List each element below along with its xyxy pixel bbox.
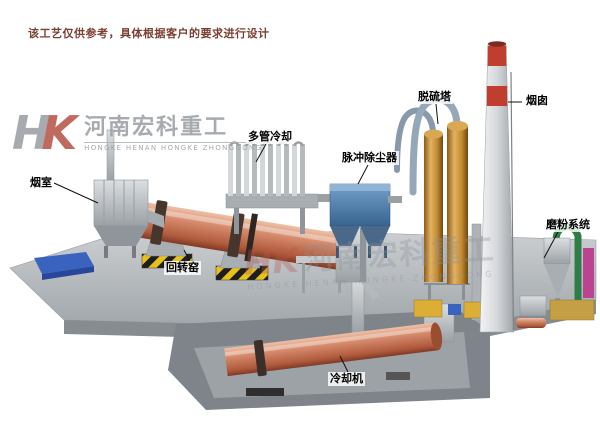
cooler-outlet-duct [318,194,334,202]
bag-filter-hopper [94,226,148,246]
tower-pipe-1 [394,107,436,173]
label-chimney: 烟囱 [524,94,550,108]
brand-company-en: HONGKE HENAN HONGKE ZHONGGONG [84,141,263,152]
label-cooling-machine: 冷却机 [328,372,365,386]
pallet [34,252,94,280]
bag-filter-box [93,179,149,227]
brand-letter-k: K [41,106,78,160]
cooler-fins [228,144,305,196]
feeder-machine [413,299,443,318]
grinding-feed-cylinder [516,318,546,328]
kiln-tire-2 [227,212,245,258]
label-grinding-system: 磨粉系统 [544,218,592,232]
grinding-cyclone-cone [544,264,570,298]
leader-lines [53,101,559,373]
cooling-machine [224,322,443,396]
label-desulfurization-tower: 脱硫塔 [416,90,453,104]
brand-company-cn: 河南宏科重工 [84,114,229,140]
chimney-band-2 [486,86,508,106]
grinding-magenta-duct [583,248,594,298]
chimney-band-1 [487,46,507,66]
control-box [448,304,461,315]
kiln-girth-gear [244,213,258,262]
chimney [479,41,515,333]
leader-grinding-system [543,231,559,259]
label-pulse-dust-collector: 脉冲除尘器 [340,151,399,165]
collector-hopper-2 [360,226,390,246]
cooling-machine-ring [253,339,267,377]
chimney-ladder [510,71,514,331]
label-rotary-kiln: 回转窑 [164,261,201,275]
desulfurization-tower-1 [424,134,443,282]
tower-pipe-2 [409,95,461,196]
leader-rotary-kiln [183,249,191,262]
leader-desulfurization-tower [435,103,439,125]
brand-text-block: 河南宏科重工 HONGKE HENAN HONGKE ZHONGGONG [84,114,263,152]
collector-hopper-1 [330,226,360,246]
brand-watermark: HK 河南宏科重工 HONGKE HENAN HONGKE ZHONGGONG [12,110,263,156]
label-smoke-chamber: 烟室 [28,176,54,190]
smoke-chamber-duct [148,210,164,228]
label-multi-tube-cooler: 多管冷却 [246,130,294,144]
desulfurization-tower-2 [447,126,468,284]
multi-tube-cooler [225,141,334,234]
leader-cooling-machine [339,355,349,373]
leader-multi-tube-cooler [255,143,267,163]
brand-letter-h: H [12,106,51,160]
brand-logo-hk: HK [12,110,77,156]
smoke-chamber-bag-filter [93,129,164,258]
pulse-dust-collector [329,183,402,258]
desulfurization-towers [394,95,470,300]
grinding-mill-body [549,299,595,321]
cooling-machine-cylinder [224,322,439,377]
kiln-to-cooler-chute [351,275,365,335]
grinding-aux-box [519,295,547,317]
leader-smoke-chamber [53,182,99,204]
disclaimer-text: 该工艺仅供参考，具体根据客户的要求进行设计 [28,27,270,40]
leader-pulse-dust-collector [357,164,369,185]
